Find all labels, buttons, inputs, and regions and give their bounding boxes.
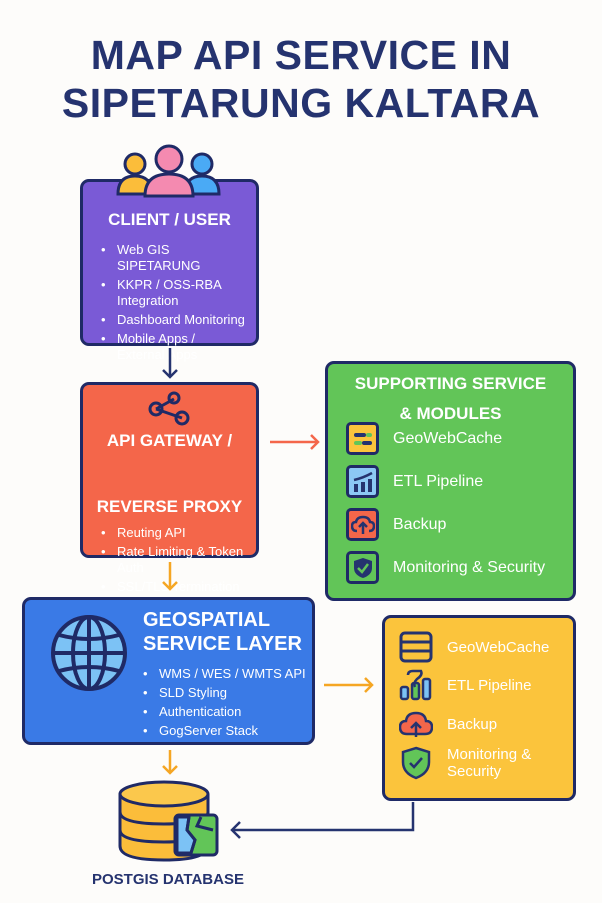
gateway-title-line-1: API GATEWAY / <box>106 431 233 450</box>
module-label: Backup <box>447 715 498 733</box>
module-backup: Backup <box>399 707 497 741</box>
geo-title-line-1: GEOSPATIAL <box>143 609 271 631</box>
server-icon <box>399 630 433 664</box>
geospatial-service-layer-box: GEOSPATIAL SERVICE LAYER WMS / WES / WMT… <box>22 597 315 745</box>
geo-item: SLD Styling <box>137 685 306 701</box>
client-item: Web GIS SIPETARUNG <box>95 242 256 274</box>
users-icon <box>116 144 221 198</box>
geo-title-line-2: SERVICE LAYER <box>143 633 302 655</box>
database-map-icon <box>118 780 219 862</box>
arrow-geospatial-to-database <box>162 750 178 775</box>
module-etl-pipeline: ETL Pipeline <box>399 668 532 702</box>
module-label: Monitoring & Security <box>447 746 532 780</box>
page-title-line-2: SIPETARUNG KALTARA <box>61 80 541 126</box>
arrow-gateway-to-geospatial <box>162 562 178 591</box>
shield-check-icon <box>399 746 433 780</box>
share-nodes-icon <box>148 391 190 426</box>
module-label: GeoWebCache <box>393 429 503 447</box>
client-item: KKPR / OSS-RBA Integration <box>95 277 237 309</box>
api-gateway-box: API GATEWAY / REVERSE PROXY Reuting API … <box>80 382 259 595</box>
geo-item: Authentication <box>137 704 306 720</box>
module-monitoring-security: Monitoring & Security <box>399 746 537 780</box>
module-etl-pipeline: ETL Pipeline <box>346 465 483 498</box>
module-backup: Backup <box>346 508 446 541</box>
supporting-modules-box-secondary: GeoWebCache ETL Pipeline Backup <box>382 615 576 801</box>
cloud-upload-icon <box>399 707 433 741</box>
arrow-client-to-gateway <box>162 348 178 379</box>
geo-list: WMS / WES / WMTS API SLD Styling Authent… <box>137 666 306 742</box>
arrow-gateway-to-supporting <box>270 434 320 450</box>
module-monitoring-security: Monitoring & Security <box>346 551 545 584</box>
module-label: GeoWebCache <box>447 638 550 656</box>
client-title: CLIENT / USER <box>108 210 231 229</box>
page-title-line-1: MAP API SERVICE IN <box>90 32 512 78</box>
module-geowebcache: GeoWebCache <box>399 630 549 664</box>
geo-item: GogServer Stack <box>137 723 306 739</box>
gateway-title-line-2: REVERSE PROXY <box>96 497 243 516</box>
supporting-title-line-2: & MODULES <box>399 404 502 423</box>
client-item: Dashboard Monitoring <box>95 312 256 328</box>
module-geowebcache: GeoWebCache <box>346 422 502 455</box>
gateway-item: Reuting API <box>95 525 256 541</box>
gateway-list: Reuting API Rate Limiting & Token Auth S… <box>95 525 256 595</box>
client-list: Web GIS SIPETARUNG KKPR / OSS-RBA Integr… <box>95 242 256 363</box>
globe-icon <box>51 615 127 691</box>
cloud-upload-icon <box>346 508 379 541</box>
client-item: Mobile Apps / External Apps <box>95 331 227 363</box>
module-label: ETL Pipeline <box>393 472 484 490</box>
module-label: Monitoring & Security <box>393 558 546 576</box>
geo-item: WMS / WES / WMTS API <box>137 666 306 682</box>
module-label: Backup <box>393 515 447 533</box>
cache-icon <box>346 422 379 455</box>
chart-icon <box>346 465 379 498</box>
supporting-title-line-1: SUPPORTING SERVICE <box>354 374 547 393</box>
gateway-item: Rate Limiting & Token Auth <box>95 544 257 576</box>
database-label: POSTGIS DATABASE <box>92 871 244 888</box>
arrow-supporting-to-database <box>230 802 415 839</box>
client-user-box: CLIENT / USER Web GIS SIPETARUNG KKPR / … <box>80 179 259 362</box>
pipeline-icon <box>399 668 433 702</box>
module-label: ETL Pipeline <box>447 676 532 694</box>
gateway-item: SSL/TLS Termination <box>95 579 256 595</box>
supporting-services-box: SUPPORTING SERVICE & MODULES GeoWebCache… <box>325 361 576 601</box>
arrow-geospatial-to-supporting <box>324 677 374 693</box>
shield-check-icon <box>346 551 379 584</box>
